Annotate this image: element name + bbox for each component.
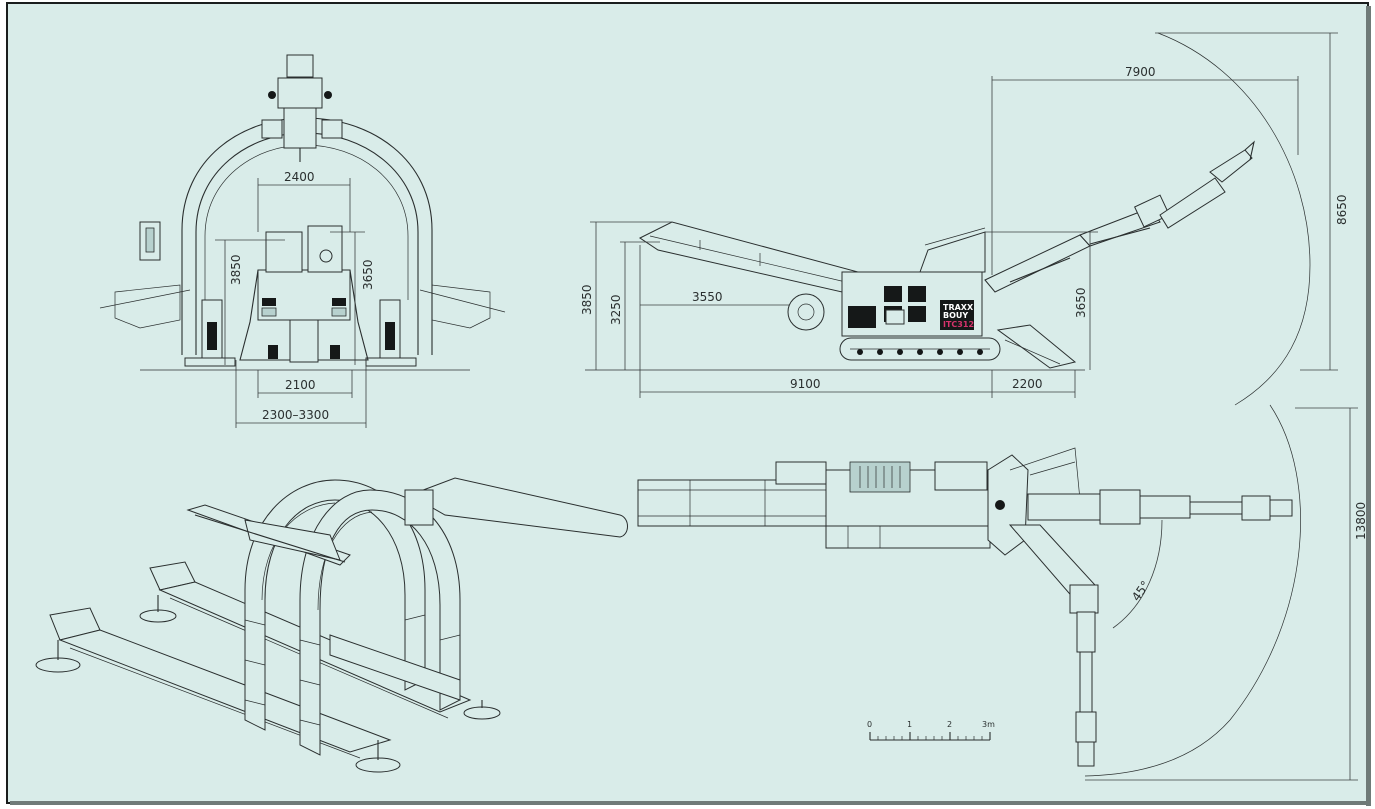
frame-shadow: [1366, 6, 1371, 806]
drawing-frame: [6, 2, 1369, 804]
dim-9100: 9100: [790, 377, 821, 391]
isometric-view: [35, 477, 628, 773]
dim-8650: 8650: [1335, 194, 1349, 225]
scale-minor-ticks: [877, 736, 983, 740]
scale-tick-0: 0: [867, 720, 872, 729]
scale-tick-2: 2: [947, 720, 952, 729]
ring-ribs: [244, 614, 461, 726]
machine-brand-line1: TRAXX: [943, 303, 974, 312]
scale-bar: 0 1 2 3m: [867, 720, 995, 741]
dim-3650-front: 3650: [361, 259, 375, 290]
dim-2200: 2200: [1012, 377, 1043, 391]
side-view: TRAXX BOUY ITC312: [580, 32, 1349, 406]
dim-3650-side: 3650: [1074, 287, 1088, 318]
frame-shadow-bottom: [10, 801, 1371, 805]
dim-2300-3300: 2300–3300: [262, 408, 329, 422]
dim-3850-side: 3850: [580, 284, 594, 315]
track-rollers: [857, 349, 983, 355]
dim-3250: 3250: [609, 294, 623, 325]
radiator-grille: [859, 466, 901, 488]
scale-tick-3m: 3m: [982, 720, 995, 729]
dim-7900: 7900: [1125, 65, 1156, 79]
dim-2400: 2400: [284, 170, 315, 184]
machine-brand-line2: BOUY: [943, 311, 968, 320]
scale-tick-1: 1: [907, 720, 912, 729]
dim-2100: 2100: [285, 378, 316, 392]
dim-3850-front: 3850: [229, 254, 243, 285]
dim-13800: 13800: [1354, 502, 1368, 540]
machine-model: ITC312: [943, 320, 974, 329]
dim-3550: 3550: [692, 290, 723, 304]
